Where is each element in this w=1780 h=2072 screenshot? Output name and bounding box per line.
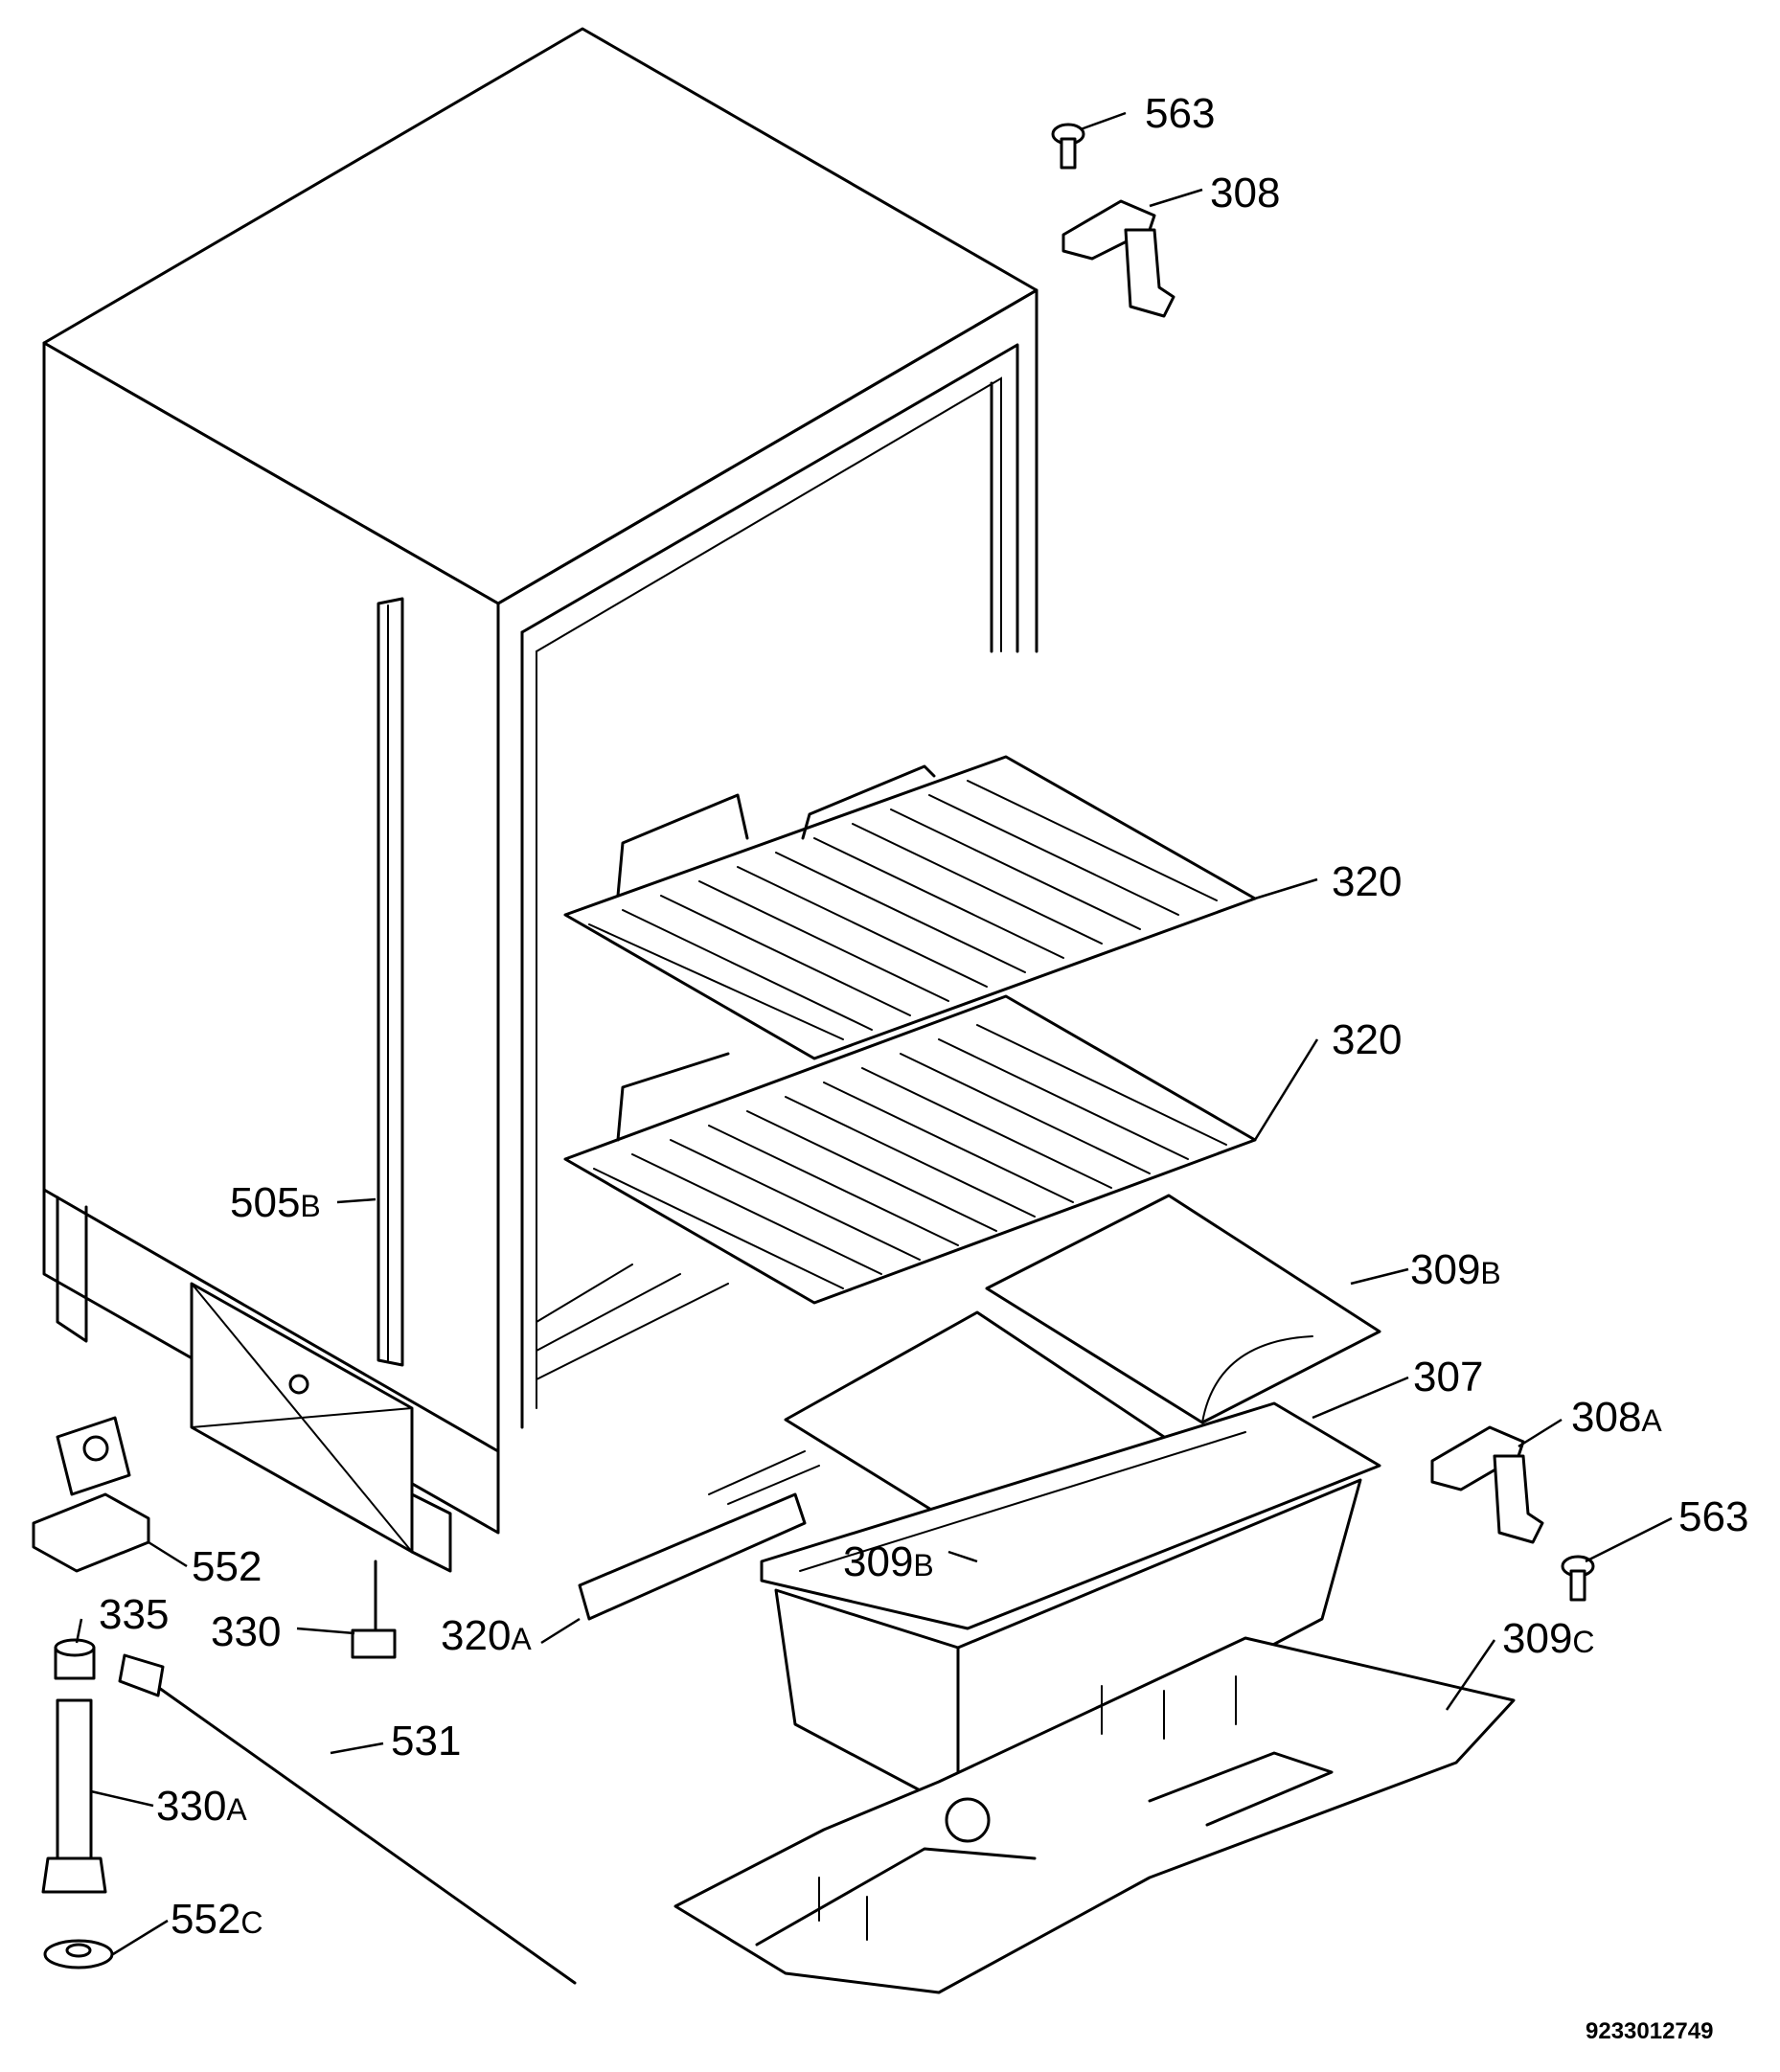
- screw-top: [1051, 123, 1085, 170]
- cabinet: [42, 27, 1038, 1573]
- callout-308: 308: [1210, 170, 1280, 216]
- foot-cap: [43, 1939, 114, 1970]
- callout-563-right: 563: [1678, 1493, 1748, 1540]
- callout-309b-top: 309B: [1410, 1246, 1501, 1293]
- wire-shelf-upper: [563, 755, 1257, 1060]
- callout-labels: 563 308 320 320 505B 309B 307 308A 563 5…: [99, 90, 1748, 2044]
- callout-552c: 552C: [171, 1896, 263, 1943]
- callout-531: 531: [391, 1718, 461, 1765]
- front-strip: [578, 1450, 820, 1621]
- callout-320-upper: 320: [1332, 858, 1402, 905]
- wire-shelf-lower: [563, 994, 1257, 1305]
- bracket: [32, 1416, 150, 1573]
- callout-320a: 320A: [441, 1612, 532, 1659]
- callout-335: 335: [99, 1591, 169, 1638]
- callout-552: 552: [192, 1543, 262, 1590]
- leveling-foot: [41, 1698, 107, 1894]
- callout-505b: 505B: [230, 1179, 321, 1226]
- gear-wheel: [54, 1638, 96, 1680]
- foot-screw: [351, 1560, 397, 1659]
- hinge-top: [1061, 199, 1175, 318]
- callout-320-lower: 320: [1332, 1016, 1402, 1063]
- callout-330a: 330A: [156, 1783, 247, 1830]
- adjusting-rod: [118, 1653, 577, 1985]
- leader-lines: [75, 111, 1673, 1956]
- bottom-cover: [673, 1636, 1516, 1994]
- callout-330: 330: [211, 1608, 281, 1655]
- callout-563-top: 563: [1145, 90, 1215, 137]
- freezer-tray-upper: [985, 1194, 1381, 1424]
- screw-right: [1561, 1555, 1595, 1602]
- callout-309b-mid: 309B: [843, 1538, 934, 1585]
- drawing-code: 9233012749: [1586, 2018, 1713, 2044]
- hinge-bottom: [1430, 1425, 1544, 1544]
- callout-308a: 308A: [1571, 1394, 1662, 1441]
- callout-309c: 309C: [1502, 1615, 1595, 1662]
- callout-307: 307: [1413, 1354, 1483, 1400]
